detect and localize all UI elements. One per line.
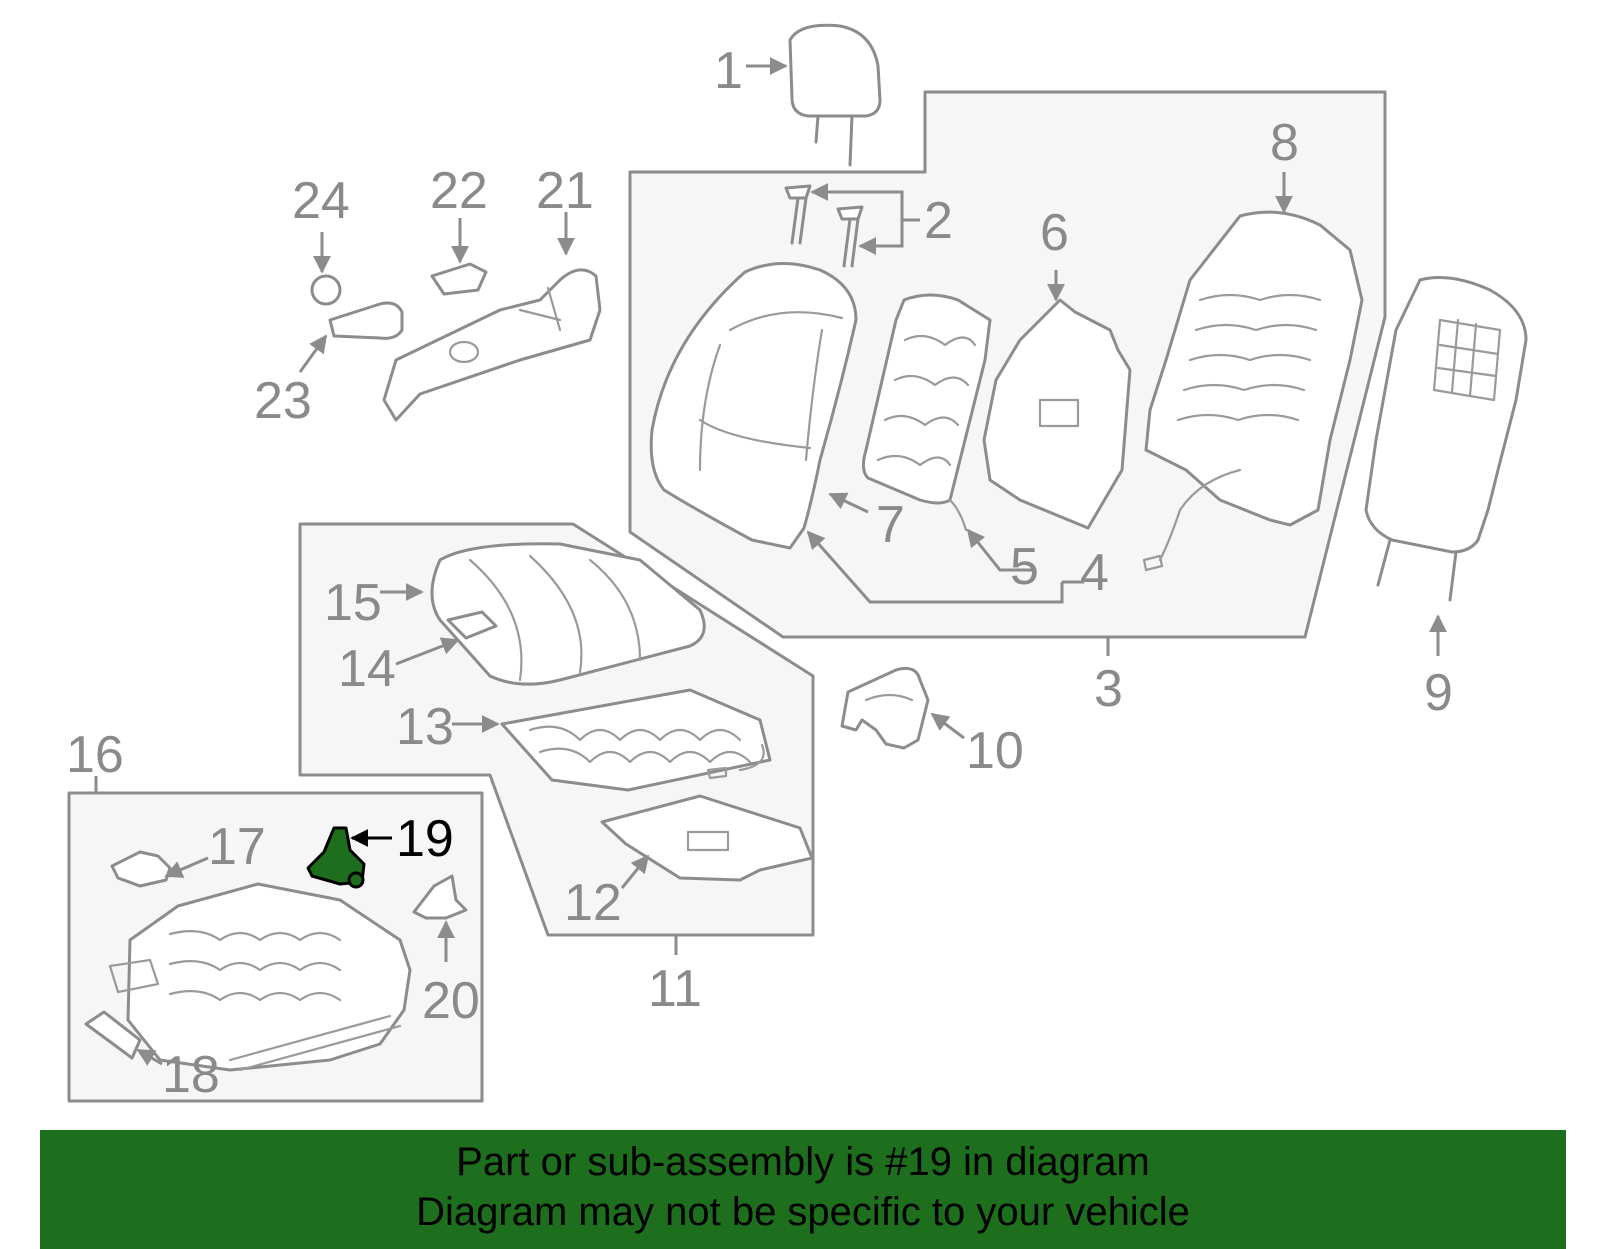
cover-part-18[interactable] <box>84 1010 142 1060</box>
headrest-part-1[interactable] <box>788 23 882 167</box>
seat-track-frame-part-16[interactable] <box>108 882 412 1072</box>
callout-4: 4 <box>1080 544 1109 602</box>
callout-20: 20 <box>422 972 480 1030</box>
headrest-guide-part-2[interactable] <box>784 184 864 268</box>
seatback-panel-part-9[interactable] <box>1364 276 1528 602</box>
callout-5: 5 <box>1010 538 1039 596</box>
highlighted-part-19[interactable] <box>306 826 366 889</box>
bracket-part-20[interactable] <box>412 874 468 920</box>
seatback-frame-part-8[interactable] <box>1142 210 1364 572</box>
callout-8: 8 <box>1270 114 1299 172</box>
callout-15: 15 <box>324 574 382 632</box>
seatback-cover-part-7[interactable] <box>649 261 858 550</box>
callout-18: 18 <box>162 1046 220 1104</box>
callout-14: 14 <box>338 640 396 698</box>
info-banner: Part or sub-assembly is #19 in diagram D… <box>40 1130 1566 1249</box>
callout-23: 23 <box>254 372 312 430</box>
callout-16: 16 <box>66 726 124 784</box>
callout-13: 13 <box>396 698 454 756</box>
lever-part-23[interactable] <box>328 301 404 340</box>
banner-line-1: Part or sub-assembly is #19 in diagram <box>456 1140 1150 1184</box>
callout-9: 9 <box>1424 664 1453 722</box>
cushion-pad-part-14[interactable] <box>446 610 498 640</box>
banner-line-2: Diagram may not be specific to your vehi… <box>416 1190 1190 1234</box>
callout-19: 19 <box>396 810 454 868</box>
cushion-heater-part-13[interactable] <box>500 688 772 792</box>
knob-part-22[interactable] <box>430 262 488 296</box>
side-shield-part-21[interactable] <box>382 268 602 422</box>
callout-2: 2 <box>924 192 953 250</box>
seatback-pad-part-6[interactable] <box>982 298 1132 530</box>
callout-6: 6 <box>1040 204 1069 262</box>
callout-21: 21 <box>536 162 594 220</box>
callout-7: 7 <box>876 496 905 554</box>
callout-3: 3 <box>1094 660 1123 718</box>
leader-lines <box>94 57 1447 1066</box>
callout-1: 1 <box>714 42 743 100</box>
callout-24: 24 <box>292 172 350 230</box>
callout-12: 12 <box>564 874 622 932</box>
cushion-cover-part-15[interactable] <box>430 542 706 686</box>
cover-part-10[interactable] <box>840 666 930 750</box>
callout-11: 11 <box>648 960 702 1018</box>
callout-10: 10 <box>966 722 1024 780</box>
seatback-heater-part-5[interactable] <box>861 293 992 532</box>
callout-22: 22 <box>430 162 488 220</box>
cap-part-24[interactable] <box>310 274 342 306</box>
callout-17: 17 <box>208 818 266 876</box>
